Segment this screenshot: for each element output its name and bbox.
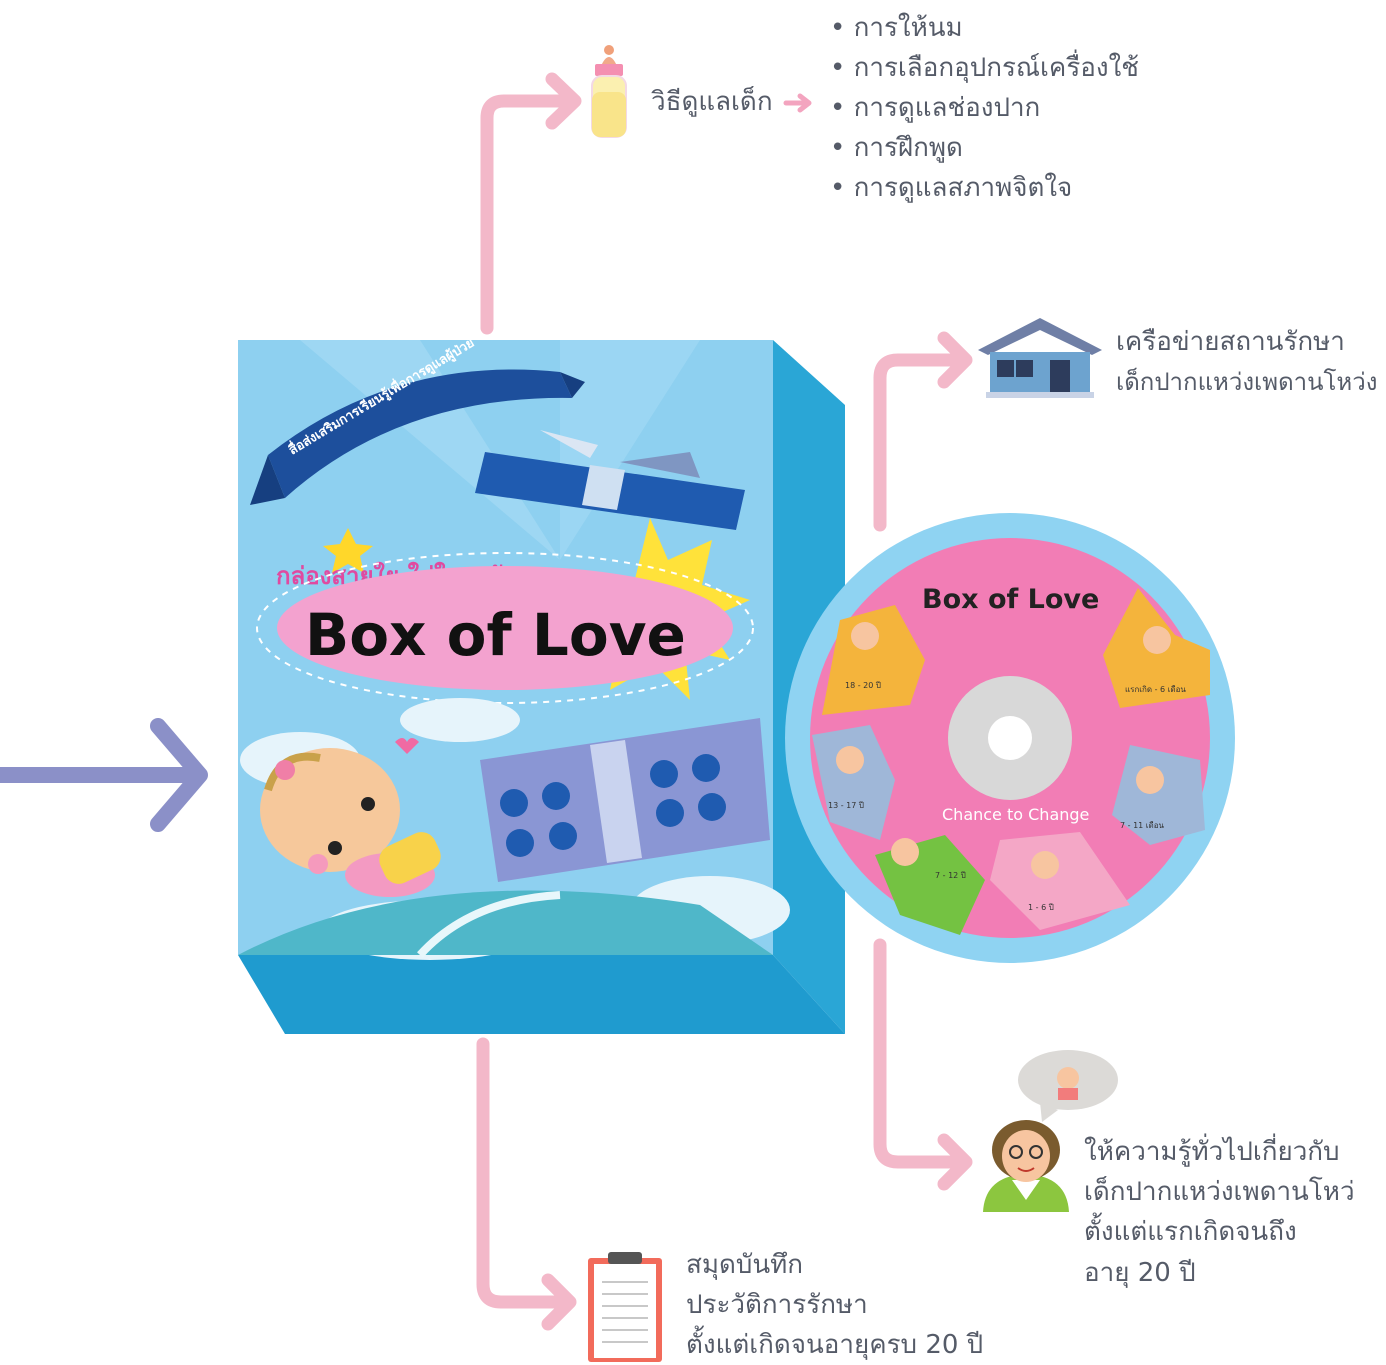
network-label-line1: เครือข่ายสถานรักษา — [1116, 327, 1345, 357]
list-item: การดูแลช่องปาก — [830, 88, 1139, 128]
network-label-line2: เด็กปากแหว่งเพดานโหว่ง — [1116, 368, 1378, 396]
disc-age-label-4: 7 - 12 ปี — [935, 871, 966, 880]
knowledge-label-line1: ให้ความรู้ทั่วไปเกี่ยวกับ — [1084, 1137, 1340, 1167]
baby-care-list: การให้นม การเลือกอุปกรณ์เครื่องใช้ การดู… — [830, 8, 1139, 208]
knowledge-label-line4: อายุ 20 ปี — [1084, 1258, 1196, 1288]
hill — [238, 890, 773, 955]
list-item: การดูแลสภาพจิตใจ — [830, 168, 1139, 208]
disc-age-label-2: 7 - 11 เดือน — [1120, 821, 1165, 830]
small-arrow-to-list — [783, 93, 812, 113]
house-icon — [978, 318, 1102, 398]
box-of-love-disc: Box of Love แรกเกิด - 6 เดือน 7 - 11 เดื… — [785, 513, 1235, 963]
clipboard-icon — [588, 1252, 662, 1362]
box-title: Box of Love — [305, 601, 686, 669]
record-book-line2: ประวัติการรักษา — [686, 1290, 868, 1320]
disc-age-label-5: 13 - 17 ปี — [828, 801, 864, 810]
disc-subtitle: Chance to Change — [942, 805, 1089, 824]
gift-lid — [475, 430, 745, 530]
knowledge-label-line3: ตั้งแต่แรกเกิดจนถึง — [1084, 1217, 1297, 1247]
list-item: การฝึกพูด — [830, 128, 1139, 168]
connector-arrows — [0, 72, 973, 1331]
disc-age-label-6: 18 - 20 ปี — [845, 681, 881, 690]
record-book-line3: ตั้งแต่เกิดจนอายุครบ 20 ปี — [686, 1330, 984, 1360]
box-of-love-package: สื่อส่งเสริมการเรียนรู้เพื่อการดูแลผู้ป่… — [238, 333, 845, 1034]
record-book-line1: สมุดบันทึก — [686, 1250, 804, 1280]
disc-age-label-1: แรกเกิด - 6 เดือน — [1125, 685, 1186, 694]
arrow-to-baby-care — [480, 72, 582, 335]
baby-illustration — [260, 738, 441, 897]
box-bottom-face — [238, 955, 845, 1034]
disc-title: Box of Love — [922, 584, 1099, 615]
disc-child-faces — [836, 622, 1171, 879]
box-ribbon-banner — [268, 369, 572, 498]
arrow-to-record-book — [476, 1037, 577, 1331]
list-item: การเลือกอุปกรณ์เครื่องใช้ — [830, 48, 1139, 88]
arrow-to-knowledge — [873, 938, 973, 1191]
baby-care-title: วิธีดูแลเด็ก — [651, 87, 773, 117]
baby-bottle-icon — [591, 45, 627, 138]
arrow-to-network — [873, 331, 973, 532]
disc-age-label-3: 1 - 6 ปี — [1028, 903, 1054, 912]
doctor-icon — [983, 1050, 1118, 1212]
box-title-ellipse — [277, 566, 733, 690]
knowledge-label-line2: เด็กปากแหว่งเพดานโหว่ — [1084, 1177, 1355, 1207]
gift-box-base — [480, 718, 770, 882]
entry-arrow — [0, 718, 208, 832]
list-item: การให้นม — [830, 8, 1139, 48]
